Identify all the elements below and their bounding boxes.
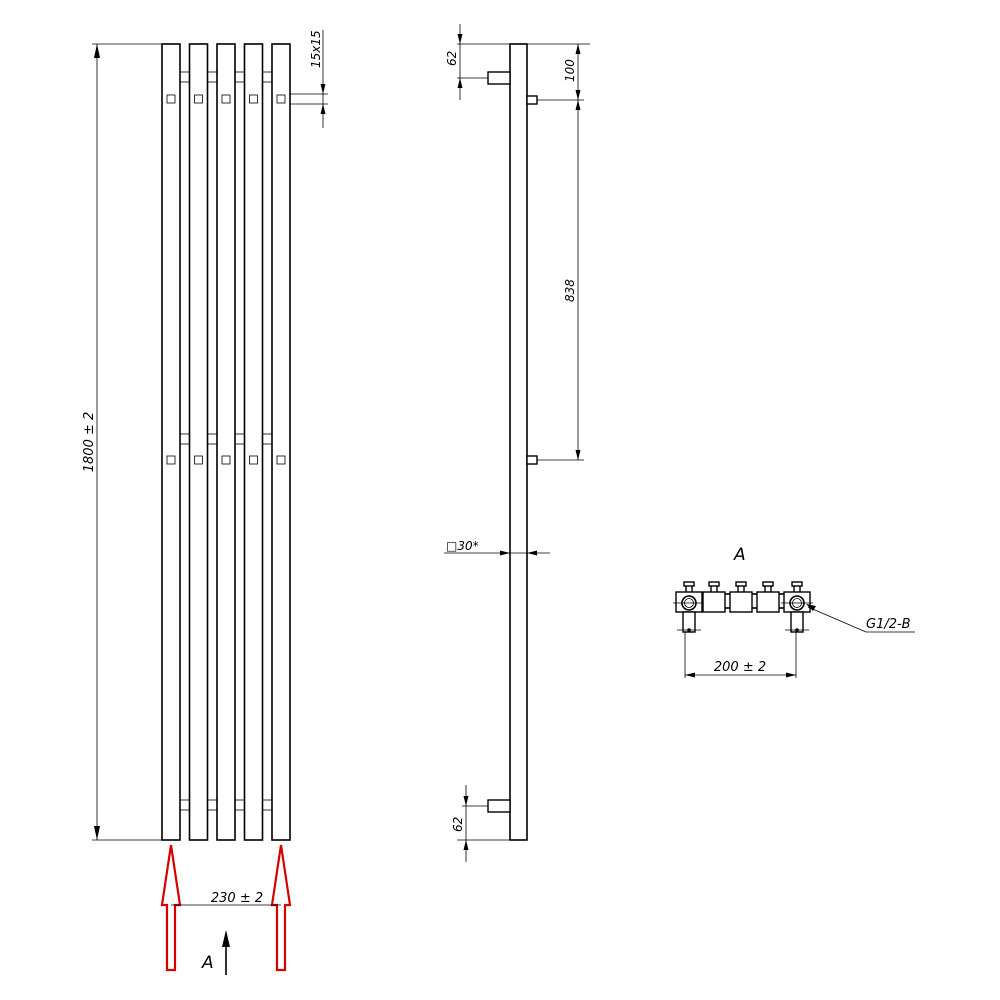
crossbar (234, 71, 245, 83)
crossbar (262, 799, 273, 811)
mount-hole (276, 455, 286, 465)
view-arrow-label: A (201, 953, 214, 973)
side-view: 62 100 838 □30* 62 (444, 24, 590, 862)
crossbar (179, 799, 190, 811)
mount-hole (166, 94, 176, 104)
view-arrow-icon (222, 930, 230, 947)
manifold-block (783, 591, 811, 613)
width-dimension: 230 ± 2 (211, 891, 263, 906)
detail-a: A G1/2-B 200 ± 2 (673, 545, 915, 678)
crossbar (179, 71, 190, 83)
thread-label: G1/2-B (866, 617, 911, 632)
bar-profile-label: □30* (446, 539, 479, 553)
detail-title: A (733, 545, 746, 565)
bottom-offset-dimension: 62 (451, 817, 465, 832)
manifold-block (675, 591, 703, 613)
mount-hole (166, 455, 176, 465)
crossbar (234, 433, 245, 445)
crossbar (207, 799, 218, 811)
radiator-bar (271, 43, 291, 841)
mount-hole (249, 94, 258, 104)
manifold-block (756, 591, 780, 613)
crossbar (262, 71, 273, 83)
top-offset-dimension: 62 (445, 51, 459, 66)
crossbar (207, 433, 218, 445)
height-dimension: 1800 ± 2 (82, 412, 97, 473)
mount-hole (221, 455, 231, 465)
mount-hole (194, 455, 203, 465)
radiator-bar (161, 43, 181, 841)
top-bracket-dimension: 100 (563, 59, 577, 82)
crossbar (234, 799, 245, 811)
side-bar (509, 43, 528, 841)
bracket-spacing-dimension: 838 (563, 279, 577, 302)
mount-hole (249, 455, 258, 465)
inlet-arrow-right (270, 844, 292, 972)
mount-hole (276, 94, 286, 104)
crossbar (179, 433, 190, 445)
mount-hole (194, 94, 203, 104)
radiator-bar (188, 43, 209, 841)
front-view: 1800 ± 2 15x15 230 ± 2 A (82, 30, 328, 975)
crossbar (207, 71, 218, 83)
inlet-arrow-left (160, 844, 182, 972)
radiator-bar (243, 43, 264, 841)
connection-spacing-dimension: 200 ± 2 (714, 660, 766, 675)
manifold-block (702, 591, 726, 613)
radiator-bar (216, 43, 236, 841)
manifold-block (729, 591, 753, 613)
mount-hole (221, 94, 231, 104)
crossbar (262, 433, 273, 445)
profile-size-label: 15x15 (309, 30, 323, 68)
